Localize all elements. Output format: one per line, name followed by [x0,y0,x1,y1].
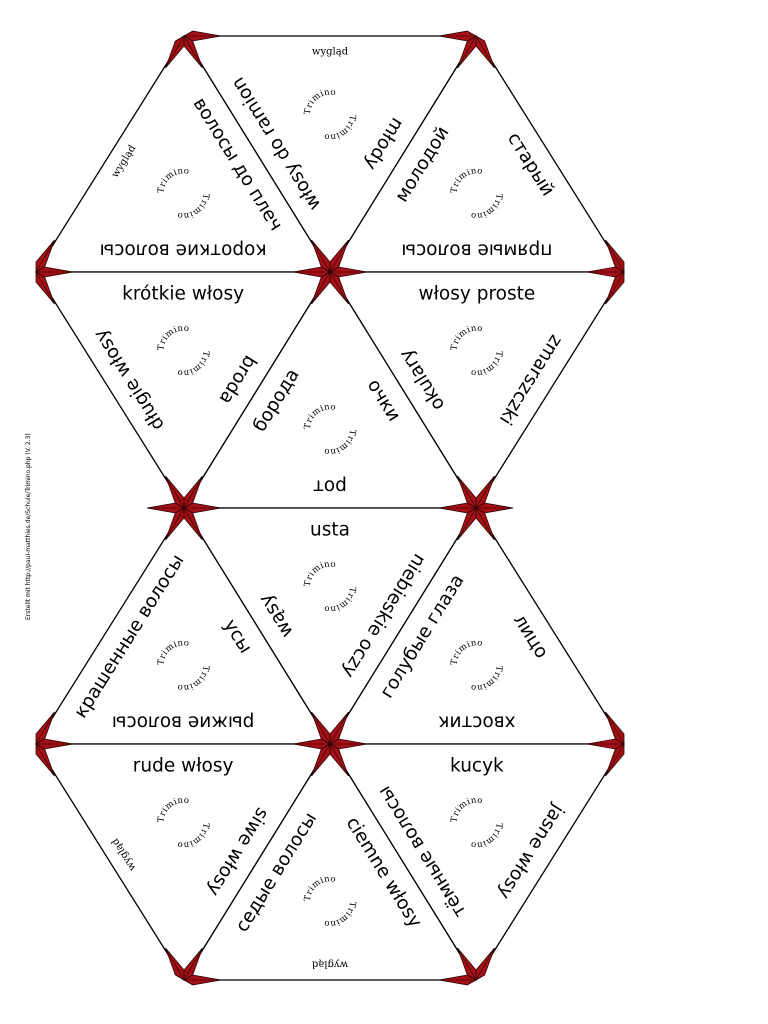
star-ridge [329,239,349,273]
edge-label-bottom: usta [310,520,350,541]
star-ridge [311,239,331,273]
edge-label-left: хвостик [438,712,515,733]
edge-label-left: рот [313,476,347,497]
star-ridge [457,947,477,981]
star-ridge [311,711,331,745]
star-ridge [457,35,477,69]
edge-label-bottom: wygląd [311,959,348,970]
star-ridge [457,475,477,509]
star-ridge [311,743,331,777]
star-ridge [35,711,55,745]
star-ridge [35,271,55,305]
star-ridge [605,743,625,777]
star-ridge [35,239,55,273]
star-ridge [311,271,331,305]
edge-label-left: короткие волосы [100,240,267,261]
edge-label-left: рыжие волосы [112,712,254,733]
edge-label-bottom: wygląd [312,47,349,58]
star-ridge [475,475,495,509]
stars [35,30,625,986]
star-ridge [165,475,185,509]
star-ridge [165,947,185,981]
edge-label-right: krótkie włosy [122,284,244,305]
star-ridge [605,239,625,273]
star-ridge [183,947,203,981]
trimino-triangle [329,743,625,981]
edge-label-right: rude włosy [133,756,234,777]
star-ridge [457,507,477,541]
star-ridge [35,743,55,777]
triangles [35,35,625,981]
star-ridge [183,475,203,509]
star-ridge [475,35,495,69]
star-ridge [329,271,349,305]
credit-text: Erstellt mit http://paul-matthies.de/Sch… [25,433,32,620]
star-ridge [475,947,495,981]
star-ridge [165,35,185,69]
edge-label-bottom: włosy proste [419,284,536,305]
star-ridge [605,711,625,745]
star-ridge [165,507,185,541]
edge-label-right: kucyk [450,756,504,777]
star-ridge [329,743,349,777]
star-ridge [329,711,349,745]
star-ridge [605,271,625,305]
star-ridge [183,507,203,541]
star-ridge [475,507,495,541]
star-ridge [183,35,203,69]
edge-label-left: прямые волосы [401,240,552,261]
